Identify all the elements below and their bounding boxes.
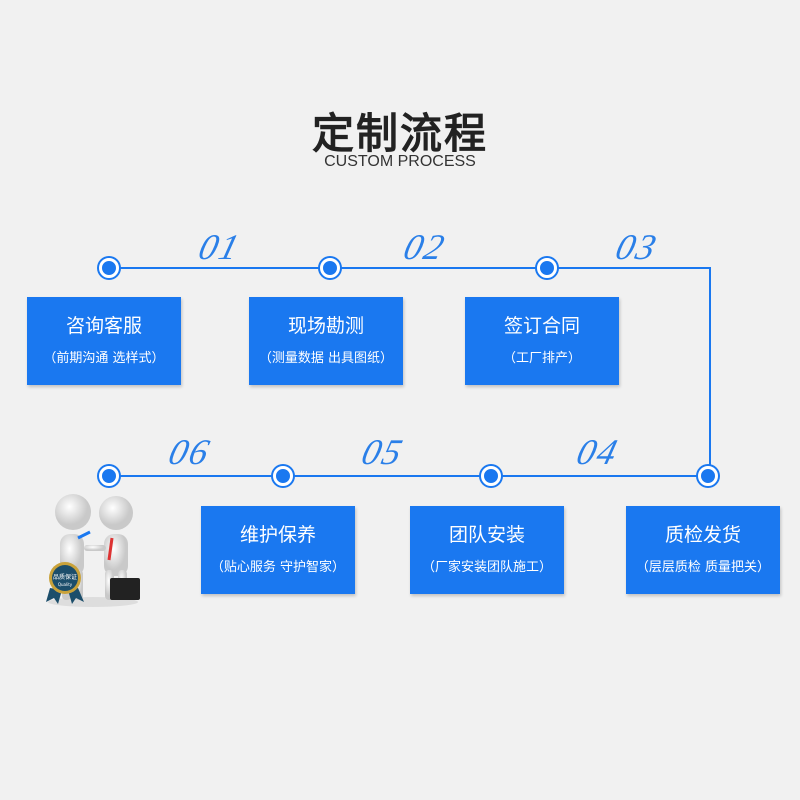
handshake-figures-illustration: 品质保证 Quality <box>46 494 140 607</box>
step-desc: （工厂排产） <box>502 351 581 366</box>
step-card-consult: 咨询客服 （前期沟通 选样式） <box>27 297 181 385</box>
quality-badge: 品质保证 Quality <box>46 562 84 604</box>
right-line <box>709 267 711 477</box>
step-desc: （贴心服务 守护智家） <box>210 560 346 575</box>
step-title: 团队安装 <box>448 524 525 546</box>
step-card-survey: 现场勘测 （测量数据 出具图纸） <box>249 297 403 385</box>
step-number: 04 <box>572 432 624 472</box>
timeline-node <box>99 258 119 278</box>
timeline-node <box>273 466 293 486</box>
timeline-node <box>698 466 718 486</box>
step-desc: （层层质检 质量把关） <box>635 560 771 575</box>
timeline-node <box>537 258 557 278</box>
step-title: 质检发货 <box>664 524 741 546</box>
timeline-node <box>320 258 340 278</box>
page-title: 定制流程 <box>311 109 488 158</box>
page-subtitle: CUSTOM PROCESS <box>324 153 476 170</box>
step-desc: （前期沟通 选样式） <box>43 351 165 366</box>
step-card-install: 团队安装 （厂家安装团队施工） <box>410 506 564 594</box>
timeline-node <box>99 466 119 486</box>
bottom-line <box>109 475 710 477</box>
step-card-shipping: 质检发货 （层层质检 质量把关） <box>626 506 780 594</box>
step-number: 01 <box>194 227 246 267</box>
step-title: 维护保养 <box>239 524 316 546</box>
step-title: 现场勘测 <box>287 315 364 337</box>
step-desc: （测量数据 出具图纸） <box>258 351 394 366</box>
step-number: 05 <box>357 432 409 472</box>
step-title: 咨询客服 <box>65 315 142 337</box>
badge-text: 品质保证 <box>53 573 77 581</box>
badge-text-en: Quality <box>58 582 73 587</box>
top-line <box>109 267 710 269</box>
step-number: 03 <box>611 227 663 267</box>
step-card-maintenance: 维护保养 （贴心服务 守护智家） <box>201 506 355 594</box>
step-card-contract: 签订合同 （工厂排产） <box>465 297 619 385</box>
timeline-node <box>481 466 501 486</box>
step-title: 签订合同 <box>503 315 580 337</box>
step-number: 06 <box>164 432 216 472</box>
step-number: 02 <box>399 227 451 267</box>
step-desc: （厂家安装团队施工） <box>421 560 552 575</box>
